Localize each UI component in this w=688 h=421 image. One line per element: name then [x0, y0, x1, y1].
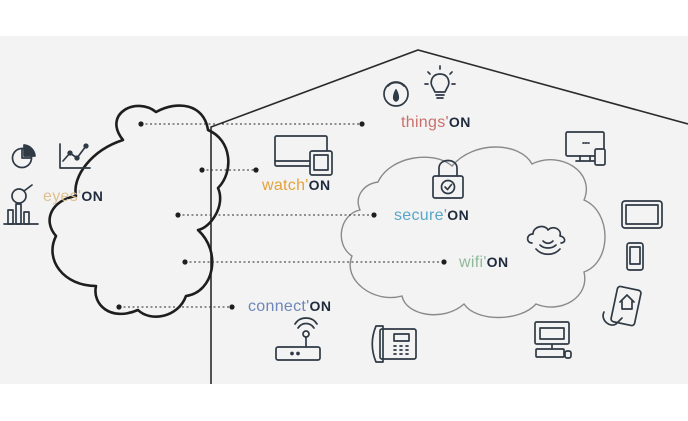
tv-tablet-icon: [274, 135, 333, 176]
line-chart-icon: [59, 143, 91, 169]
router-icon: [275, 317, 321, 361]
smart-home-phone-icon: [602, 285, 642, 327]
secure-prefix: secure: [394, 207, 444, 224]
wifi-suffix: ON: [486, 254, 509, 270]
wifi-cloud-icon: [526, 225, 566, 256]
desktop-computer-icon: [534, 321, 572, 359]
connect-on-label: connect'ON: [248, 299, 332, 315]
tablet-icon: [621, 200, 663, 229]
watch-mark: ': [305, 177, 309, 194]
watch-prefix: watch: [262, 177, 306, 194]
inner-cloud: [340, 146, 606, 319]
secure-suffix: ON: [447, 207, 470, 223]
pie-chart-icon: [11, 144, 36, 169]
eyes-mark: ': [78, 188, 82, 205]
wifi-prefix: wifi: [459, 254, 484, 271]
things-on-label: things'ON: [401, 115, 471, 131]
things-suffix: ON: [448, 114, 471, 130]
connect-suffix: ON: [309, 298, 332, 314]
eyes-prefix: eyes: [43, 188, 78, 205]
eyes-on-label: eyes'ON: [43, 189, 103, 205]
outer-cloud: [48, 104, 230, 318]
connector-dots: [116, 121, 447, 310]
watch-suffix: ON: [308, 177, 331, 193]
gauge-icon: [383, 81, 409, 107]
connect-mark: ': [306, 298, 310, 315]
connector-lines: [119, 123, 444, 308]
watch-on-label: watch'ON: [262, 178, 331, 194]
smartphone-icon: [626, 242, 644, 271]
eyes-suffix: ON: [81, 188, 104, 204]
background-band: [0, 36, 688, 384]
lightbulb-icon: [424, 65, 456, 99]
padlock-icon: [432, 159, 464, 199]
bar-chart-magnifier-icon: [3, 184, 39, 225]
wifi-mark: ': [483, 254, 487, 271]
wifi-on-label: wifi'ON: [459, 255, 509, 271]
desktop-phone-icon: [565, 131, 606, 166]
things-mark: ': [445, 114, 449, 131]
secure-on-label: secure'ON: [394, 208, 469, 224]
connect-prefix: connect: [248, 298, 307, 315]
secure-mark: ': [443, 207, 448, 224]
telephone-icon: [371, 325, 417, 363]
things-prefix: things: [401, 114, 446, 131]
